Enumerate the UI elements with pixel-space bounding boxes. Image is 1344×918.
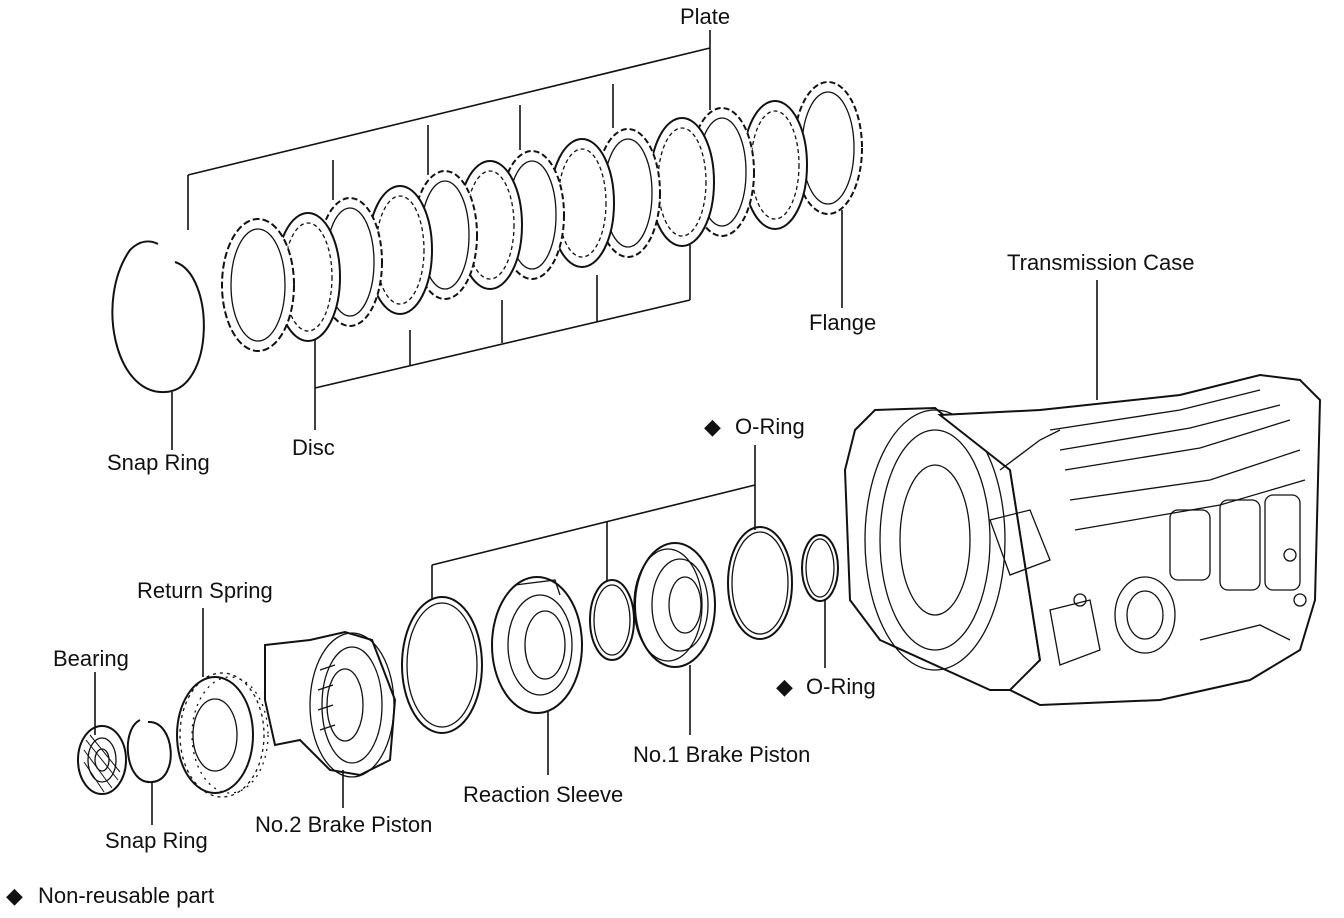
legend: ◆ Non-reusable part: [6, 883, 214, 908]
bearing-part: [77, 725, 127, 795]
o-ring-top-label: O-Ring: [735, 414, 805, 439]
plate-ring: [367, 185, 433, 315]
return-spring-part: [176, 672, 269, 798]
snap-ring-bottom-label: Snap Ring: [105, 828, 208, 853]
snap-ring-top-label: Snap Ring: [107, 450, 210, 475]
snap-ring-top-part: [111, 240, 205, 394]
reaction-sleeve-part: [491, 576, 583, 714]
clutch-pack: [111, 81, 863, 394]
o-ring-large-part: [401, 596, 483, 734]
o-ring-right-diamond: ◆: [776, 674, 793, 699]
no2-brake-piston-label: No.2 Brake Piston: [255, 812, 432, 837]
o-ring-piston-inner: [731, 531, 789, 635]
o-ring-large-inner: [406, 602, 478, 728]
legend-text: Non-reusable part: [38, 883, 214, 908]
o-ring-piston-part: [727, 526, 793, 640]
o-ring-right-inner: [805, 538, 835, 598]
plate-leaders: [187, 30, 711, 230]
flange-label: Flange: [809, 310, 876, 335]
transmission-case-label: Transmission Case: [1007, 250, 1194, 275]
o-ring-small-inner: [593, 584, 631, 656]
o-ring-small-part: [589, 579, 635, 661]
plate-ring: [221, 218, 295, 352]
return-spring-label: Return Spring: [137, 578, 273, 603]
legend-diamond: ◆: [6, 883, 23, 908]
o-ring-top-leaders: [431, 445, 756, 600]
transmission-case-part: [843, 373, 1322, 707]
snap-ring-bottom-part: [126, 719, 172, 784]
o-ring-right-part: [801, 534, 839, 602]
o-ring-right-label: O-Ring: [806, 674, 876, 699]
no1-brake-piston-label: No.1 Brake Piston: [633, 742, 810, 767]
disc-leaders: [314, 245, 691, 430]
plate-label: Plate: [680, 4, 730, 29]
o-ring-top-diamond: ◆: [704, 414, 721, 439]
no1-brake-piston-part: [633, 542, 716, 668]
disc-label: Disc: [292, 435, 335, 460]
bearing-label: Bearing: [53, 646, 129, 671]
reaction-sleeve-label: Reaction Sleeve: [463, 782, 623, 807]
no2-brake-piston-part: [264, 630, 397, 778]
